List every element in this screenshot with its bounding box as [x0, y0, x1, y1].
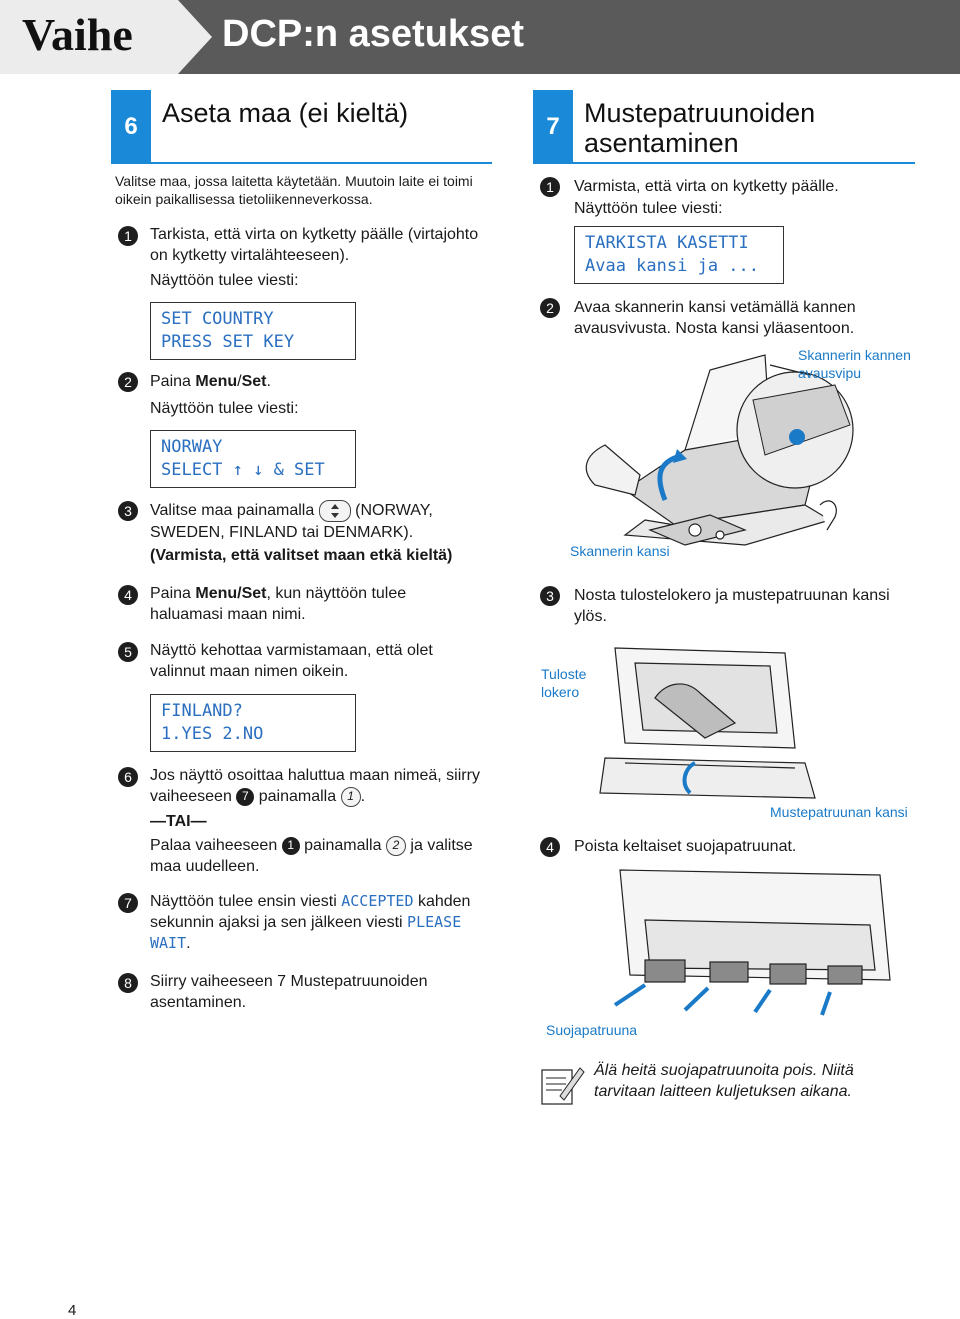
text-fragment: Näyttöön tulee ensin viesti [150, 893, 337, 910]
step-6-3-text: Valitse maa painamalla (NORWAY, SWEDEN, … [150, 500, 490, 543]
note-pencil-icon [541, 1067, 585, 1105]
text-fragment: (NORWAY, SWEDEN, FINLAND tai DENMARK). [150, 502, 433, 541]
menu-set-key-label: Menu/Set [195, 585, 267, 602]
step-7-1-number: 1 [540, 177, 560, 197]
page-title: DCP:n asetukset [222, 13, 524, 55]
step-6-2-text: Paina Menu/Set. [150, 371, 271, 392]
lcd-line: FINLAND? [161, 701, 243, 721]
label-protective-part: Suojapatruuna [546, 1022, 638, 1038]
lcd-line: Avaa kansi ja ... [585, 256, 759, 276]
printer-tray-illustration [599, 647, 816, 799]
step-7-3-text: Nosta tulostelokero ja mustepatruunan ka… [574, 587, 890, 625]
step-ref-1: 1 [281, 836, 300, 855]
text-fragment: Valitse maa painamalla [150, 502, 315, 520]
step-6-4-number: 4 [118, 585, 138, 605]
step-6-6-alt: Palaa vaiheeseen 1 painamalla 2 ja valit… [150, 835, 485, 877]
header-tab-label: Vaihe [22, 9, 133, 60]
lcd-please-wait: PLEASE WAIT [150, 913, 462, 952]
label-scanner-lever: Skannerin kannen avausvipu [798, 347, 911, 381]
step-6-6-text: Jos näyttö osoittaa haluttua maan nimeä,… [150, 767, 480, 807]
lcd-accepted: ACCEPTED [341, 892, 414, 910]
lcd-set-country: SET COUNTRY PRESS SET KEY [150, 302, 356, 360]
step-6-7-text: Näyttöön tulee ensin viesti ACCEPTED kah… [150, 892, 471, 952]
step-6-5-number: 5 [118, 642, 138, 662]
note-text: Älä heitä suojapatruunoita pois. Niitä t… [594, 1062, 854, 1100]
label-ink-cover: Mustepatruunan kansi [770, 804, 908, 820]
text-fragment: . [266, 373, 271, 390]
step-6-5-text: Näyttö kehottaa varmistamaan, että olet … [150, 642, 433, 680]
step-6-1-number: 1 [118, 226, 138, 246]
text-fragment: painamalla [304, 837, 382, 854]
step-6-2-number: 2 [118, 372, 138, 392]
lcd-line: PRESS SET KEY [161, 332, 295, 352]
lcd-finland: FINLAND? 1.YES 2.NO [150, 694, 356, 752]
text-fragment: ja valitse maa uudelleen. [150, 837, 473, 875]
text-fragment: Paina [150, 585, 196, 602]
step-7-title-line: asentaminen [584, 128, 739, 158]
step-7-4-text: Poista keltaiset suojapatruunat. [574, 838, 797, 855]
step-6-intro: Valitse maa, jossa laitetta käytetään. M… [115, 173, 473, 207]
lcd-line: SET COUNTRY [161, 309, 274, 329]
step-6-1-msg: Näyttöön tulee viesti: [150, 272, 299, 289]
step-6-2-msg: Näyttöön tulee viesti: [150, 400, 299, 417]
header-tab-arrow [178, 0, 212, 74]
text-fragment: painamalla [258, 788, 337, 805]
step-7-3-number: 3 [540, 586, 560, 606]
step-6-title: Aseta maa (ei kieltä) [162, 98, 409, 128]
lcd-line: NORWAY [161, 437, 223, 457]
step-6-3-number: 3 [118, 501, 138, 521]
key-2-icon: 2 [385, 835, 406, 856]
lcd-line: TARKISTA KASETTI [585, 233, 749, 253]
lcd-tarkista-kasetti: TARKISTA KASETTI Avaa kansi ja ... [574, 226, 784, 284]
step-7-2-text: Avaa skannerin kansi vetämällä kannen av… [574, 299, 856, 337]
text-fragment: / [237, 373, 242, 390]
lcd-norway: NORWAY SELECT ↑ ↓ & SET [150, 430, 356, 488]
text-fragment: kahden sekunnin ajaksi ja sen jälkeen vi… [150, 893, 471, 931]
step-6-8-text: Siirry vaiheeseen 7 Mustepatruunoiden as… [150, 973, 428, 1011]
key-1-icon: 1 [340, 786, 361, 807]
set-key-label: Set [241, 373, 267, 390]
step-6-4-text: Paina Menu/Set, kun näyttöön tulee halua… [150, 583, 480, 625]
lcd-line: 1.YES 2.NO [161, 724, 264, 744]
step-7-1-text: Varmista, että virta on kytketty päälle. [574, 178, 839, 195]
label-scanner-cover: Skannerin kansi [570, 543, 670, 559]
step-7-1-msg: Näyttöön tulee viesti: [574, 200, 723, 217]
scanner-open-illustration [585, 354, 854, 546]
protective-parts-illustration [613, 869, 891, 1016]
step-7-title-line: Mustepatruunoiden [584, 98, 816, 128]
step-6-box: 6 [111, 90, 151, 164]
page-number: 4 [68, 1302, 77, 1319]
step-7-4-number: 4 [540, 837, 560, 857]
step-6-6-number: 6 [118, 767, 138, 787]
step-7-rule [573, 162, 915, 164]
text-fragment: Palaa vaiheeseen [150, 837, 278, 854]
header-tab [0, 0, 178, 74]
step-7-box: 7 [533, 90, 573, 164]
text-fragment: , kun näyttöön tulee haluamasi maan nimi… [150, 585, 407, 623]
step-6-rule [151, 162, 492, 164]
text-fragment: Paina [150, 373, 196, 390]
label-output-tray: Tuloste lokero [541, 666, 587, 700]
menu-key-label: Menu [195, 373, 238, 390]
step-6-7-number: 7 [118, 893, 138, 913]
lcd-line: SELECT ↑ ↓ & SET [161, 460, 325, 480]
step-6-6-or: —TAI— [150, 813, 207, 830]
text-fragment: Jos näyttö osoittaa haluttua maan nimeä,… [150, 767, 480, 805]
step-6-3-note: (Varmista, että valitset maan etkä kielt… [150, 547, 453, 564]
navigation-key-icon [318, 500, 351, 522]
step-6-1-text: Tarkista, että virta on kytketty päälle … [150, 226, 479, 264]
step-ref-7: 7 [236, 787, 255, 806]
step-7-2-number: 2 [540, 298, 560, 318]
step-6-8-number: 8 [118, 973, 138, 993]
